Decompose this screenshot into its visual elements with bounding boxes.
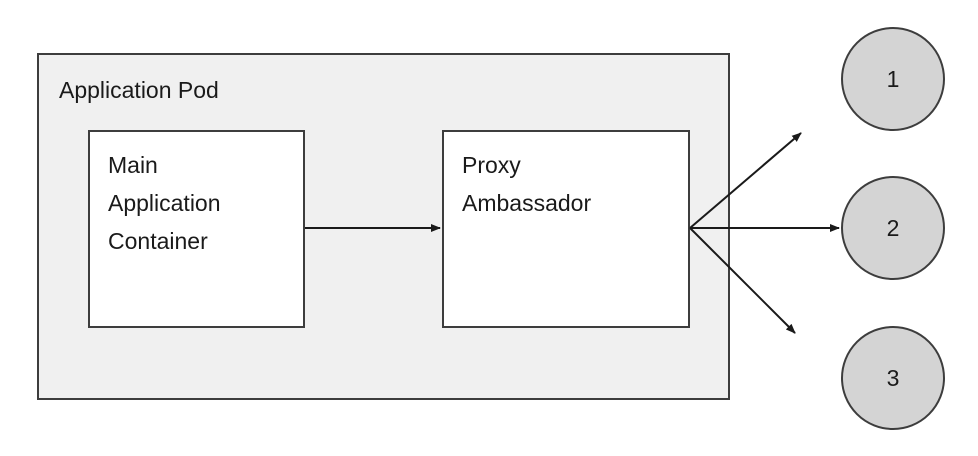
main-application-container-node[interactable]: Main Application Container: [88, 130, 305, 328]
endpoint-circle-3[interactable]: 3: [841, 326, 945, 430]
endpoint-circle-1[interactable]: 1: [841, 27, 945, 131]
endpoint-circle-1-label: 1: [886, 65, 900, 92]
main-application-container-label: Main Application Container: [108, 152, 221, 254]
endpoint-circle-2[interactable]: 2: [841, 176, 945, 280]
proxy-ambassador-node[interactable]: Proxy Ambassador: [442, 130, 690, 328]
endpoint-circle-3-label: 3: [886, 364, 900, 391]
proxy-ambassador-label: Proxy Ambassador: [462, 152, 592, 216]
endpoint-circle-2-label: 2: [886, 214, 900, 241]
application-pod-label: Application Pod: [59, 77, 219, 103]
